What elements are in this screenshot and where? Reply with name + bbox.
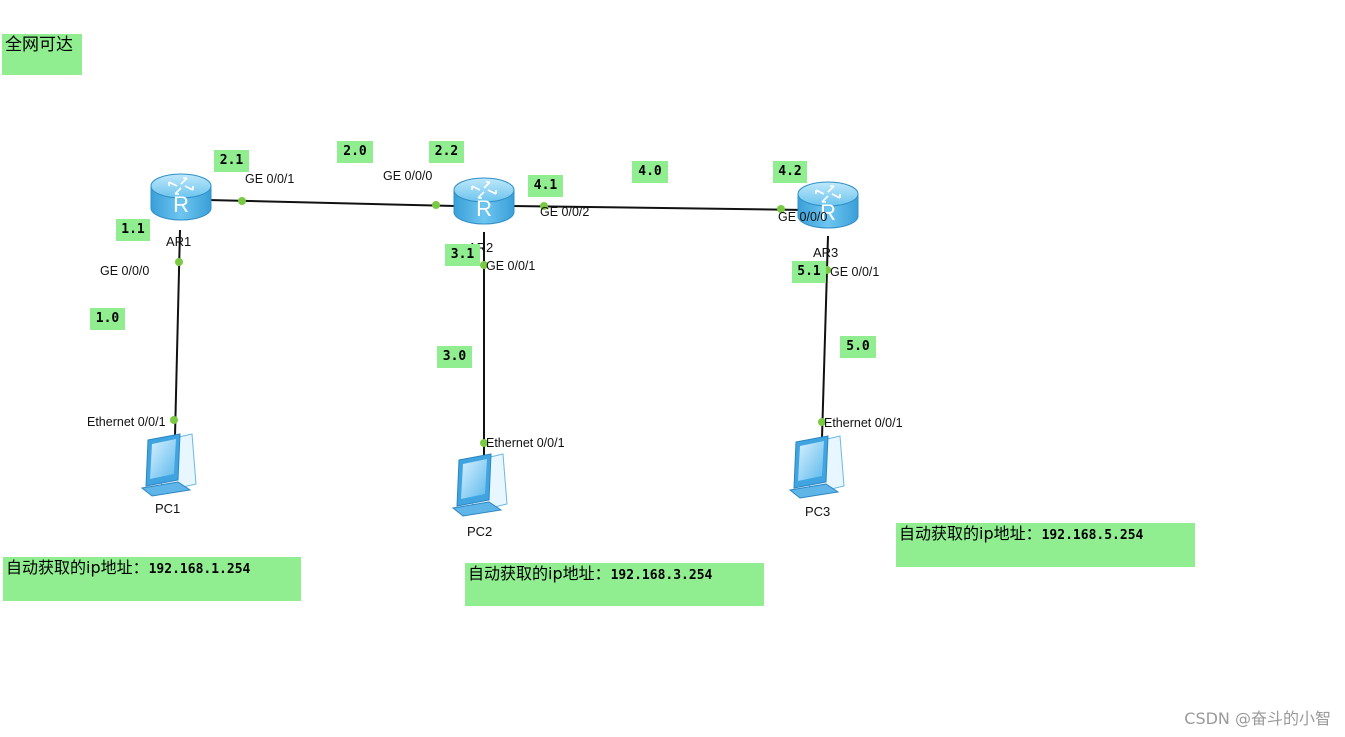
port-dot	[170, 416, 178, 424]
port-dot	[540, 202, 548, 210]
link-ar2-ar3	[511, 205, 807, 211]
device-label-pc3: PC3	[805, 504, 831, 519]
port-label-ar3-ge001: GE 0/0/1	[830, 265, 880, 279]
address-note-4-1: 4.1	[528, 175, 563, 197]
port-dot	[175, 258, 183, 266]
port-label-ar2-ge001: GE 0/0/1	[486, 259, 536, 273]
address-note-2-2: 2.2	[429, 141, 464, 163]
dhcp-note-label: 自动获取的ip地址：	[6, 558, 149, 577]
dhcp-note-pc1: 自动获取的ip地址：192.168.1.254	[3, 557, 301, 601]
port-label-ar2-ge000: GE 0/0/0	[383, 169, 433, 183]
port-dot	[238, 197, 246, 205]
port-label-ar3-ge000: GE 0/0/0	[778, 210, 828, 224]
dhcp-note-label: 自动获取的ip地址：	[468, 564, 611, 583]
pc-icon-pc1[interactable]	[141, 433, 197, 497]
address-note-3-0: 3.0	[437, 346, 472, 368]
port-label-ar1-ge000: GE 0/0/0	[100, 264, 150, 278]
address-note-2-0: 2.0	[337, 141, 373, 163]
router-icon-ar1[interactable]	[150, 173, 212, 221]
address-note-4-2: 4.2	[773, 161, 807, 183]
port-dot	[777, 205, 785, 213]
address-note-2-1: 2.1	[214, 150, 249, 172]
dhcp-note-ip: 192.168.5.254	[1041, 528, 1144, 543]
link-ar1-ar2	[207, 199, 456, 207]
title-note: 全网可达	[2, 34, 82, 75]
address-note-1-0: 1.0	[90, 308, 125, 330]
address-note-1-1: 1.1	[116, 219, 150, 241]
pc-icon-pc2[interactable]	[452, 453, 508, 517]
port-label-ar2-ge002: GE 0/0/2	[540, 205, 590, 219]
dhcp-note-pc3: 自动获取的ip地址：192.168.5.254	[896, 523, 1195, 567]
device-label-ar1: AR1	[166, 234, 192, 249]
port-dots	[170, 197, 831, 447]
dhcp-note-ip: 192.168.1.254	[148, 562, 251, 577]
links	[174, 199, 829, 462]
dhcp-note-ip: 192.168.3.254	[610, 568, 713, 583]
title-note-text: 全网可达	[5, 35, 73, 55]
address-note-4-0: 4.0	[632, 161, 668, 183]
watermark: CSDN @奋斗的小智	[1184, 709, 1331, 728]
address-note-5-1: 5.1	[792, 261, 826, 283]
device-label-ar3: AR3	[813, 245, 839, 260]
device-label-pc2: PC2	[467, 524, 493, 539]
address-note-5-0: 5.0	[840, 336, 876, 358]
port-label-ar1-ge001: GE 0/0/1	[245, 172, 295, 186]
port-dot	[818, 418, 826, 426]
pc-icon-pc3[interactable]	[789, 435, 845, 499]
address-note-3-1: 3.1	[445, 244, 480, 266]
dhcp-note-label: 自动获取的ip地址：	[899, 524, 1042, 543]
port-dot	[432, 201, 440, 209]
port-label-pc3-eth: Ethernet 0/0/1	[824, 416, 903, 430]
device-label-pc1: PC1	[155, 501, 181, 516]
port-dot	[480, 439, 488, 447]
port-label-pc2-eth: Ethernet 0/0/1	[486, 436, 565, 450]
router-icon-ar2[interactable]	[453, 177, 515, 225]
port-dot	[480, 261, 488, 269]
dhcp-note-pc2: 自动获取的ip地址：192.168.3.254	[465, 563, 764, 606]
port-label-pc1-eth: Ethernet 0/0/1	[87, 415, 166, 429]
